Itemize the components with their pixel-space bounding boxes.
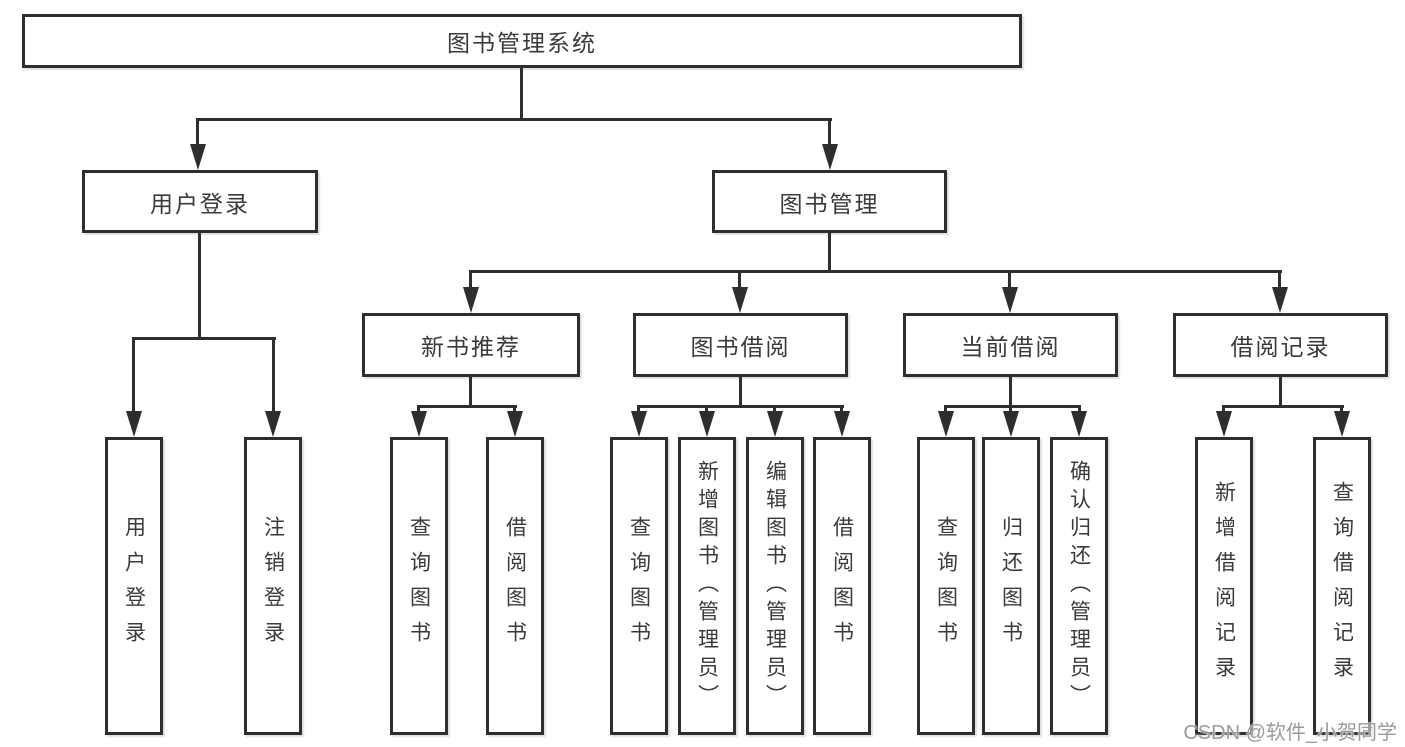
connector-line	[1009, 405, 1012, 414]
leaf-query-book-current: 查询图书	[917, 437, 975, 735]
leaf-confirm-return-admin-label: 确认归还（管理员）	[1067, 460, 1091, 712]
leaf-user-login-label: 用户登录	[122, 516, 146, 656]
leaf-query-book-borrow-label: 查询图书	[627, 516, 651, 656]
node-book-borrow: 图书借阅	[633, 313, 848, 377]
connector-line	[705, 405, 708, 414]
connector-line	[132, 337, 135, 414]
connector-arrow-icon	[767, 411, 783, 437]
node-borrow-records-label: 借阅记录	[1230, 334, 1331, 360]
leaf-borrow-book: 借阅图书	[813, 437, 871, 735]
connector-arrow-icon	[190, 144, 206, 170]
connector-arrow-icon	[507, 411, 523, 437]
node-book-borrow-label: 图书借阅	[690, 334, 791, 360]
connector-line	[196, 118, 199, 148]
connector-line	[417, 405, 420, 414]
leaf-borrow-book-recommend: 借阅图书	[486, 437, 544, 735]
connector-line	[513, 405, 516, 414]
node-borrow-records: 借阅记录	[1173, 313, 1388, 377]
leaf-add-borrow-record-label: 新增借阅记录	[1212, 481, 1236, 691]
leaf-query-borrow-record: 查询借阅记录	[1313, 437, 1371, 735]
node-current-borrow: 当前借阅	[903, 313, 1118, 377]
leaf-return-book: 归还图书	[982, 437, 1040, 735]
leaf-query-book-recommend: 查询图书	[390, 437, 448, 735]
connector-arrow-icon	[463, 287, 479, 313]
connector-line	[520, 68, 523, 121]
leaf-confirm-return-admin: 确认归还（管理员）	[1050, 437, 1108, 735]
connector-line	[469, 270, 472, 290]
leaf-query-book-recommend-label: 查询图书	[407, 516, 431, 656]
connector-arrow-icon	[938, 411, 954, 437]
connector-line	[469, 270, 1282, 273]
connector-line	[198, 233, 201, 340]
leaf-edit-book-admin: 编辑图书（管理员）	[746, 437, 804, 735]
connector-line	[1222, 405, 1225, 414]
connector-line	[828, 118, 831, 148]
connector-line	[1078, 405, 1081, 414]
connector-line	[272, 337, 275, 414]
connector-arrow-icon	[732, 287, 748, 313]
leaf-add-book-admin: 新增图书（管理员）	[678, 437, 736, 735]
connector-arrow-icon	[1071, 411, 1087, 437]
connector-line	[132, 337, 276, 340]
connector-line	[417, 405, 517, 408]
connector-line	[738, 270, 741, 290]
node-book-management: 图书管理	[712, 170, 947, 233]
connector-line	[1279, 377, 1282, 408]
connector-arrow-icon	[265, 411, 281, 437]
node-new-book-recommend-label: 新书推荐	[421, 334, 521, 360]
connector-arrow-icon	[411, 411, 427, 437]
connector-line	[1340, 405, 1343, 414]
connector-line	[773, 405, 776, 414]
connector-arrow-icon	[1334, 411, 1350, 437]
node-user-login-label: 用户登录	[150, 190, 250, 217]
connector-arrow-icon	[126, 411, 142, 437]
leaf-logout: 注销登录	[244, 437, 302, 735]
csdn-watermark: CSDN @软件_小贺同学	[1183, 722, 1397, 744]
leaf-query-book-borrow: 查询图书	[610, 437, 668, 735]
connector-line	[828, 233, 831, 273]
leaf-borrow-book-label: 借阅图书	[830, 516, 854, 656]
connector-line	[1009, 377, 1012, 408]
connector-line	[637, 405, 640, 414]
connector-line	[637, 405, 844, 408]
connector-line	[840, 405, 843, 414]
leaf-query-borrow-record-label: 查询借阅记录	[1330, 481, 1354, 691]
node-user-login: 用户登录	[82, 170, 318, 233]
connector-arrow-icon	[822, 144, 838, 170]
connector-arrow-icon	[631, 411, 647, 437]
connector-arrow-icon	[1216, 411, 1232, 437]
connector-line	[944, 405, 947, 414]
connector-line	[1222, 405, 1344, 408]
connector-line	[1278, 270, 1281, 290]
leaf-return-book-label: 归还图书	[999, 516, 1023, 656]
connector-line	[1008, 270, 1011, 290]
connector-line	[739, 377, 742, 408]
leaf-borrow-book-recommend-label: 借阅图书	[503, 516, 527, 656]
leaf-add-borrow-record: 新增借阅记录	[1195, 437, 1253, 735]
leaf-logout-label: 注销登录	[261, 516, 285, 656]
connector-arrow-icon	[1003, 411, 1019, 437]
connector-arrow-icon	[834, 411, 850, 437]
node-root-label: 图书管理系统	[447, 30, 597, 56]
connector-line	[944, 405, 1081, 408]
node-new-book-recommend: 新书推荐	[362, 313, 580, 377]
connector-arrow-icon	[1002, 287, 1018, 313]
leaf-edit-book-admin-label: 编辑图书（管理员）	[763, 460, 787, 712]
connector-arrow-icon	[1272, 287, 1288, 313]
leaf-query-book-current-label: 查询图书	[934, 516, 958, 656]
node-book-management-label: 图书管理	[779, 190, 880, 217]
node-root: 图书管理系统	[22, 14, 1022, 68]
leaf-user-login: 用户登录	[105, 437, 163, 735]
connector-arrow-icon	[699, 411, 715, 437]
connector-line	[196, 118, 832, 121]
connector-line	[469, 377, 472, 408]
leaf-add-book-admin-label: 新增图书（管理员）	[695, 460, 719, 712]
node-current-borrow-label: 当前借阅	[960, 334, 1061, 360]
